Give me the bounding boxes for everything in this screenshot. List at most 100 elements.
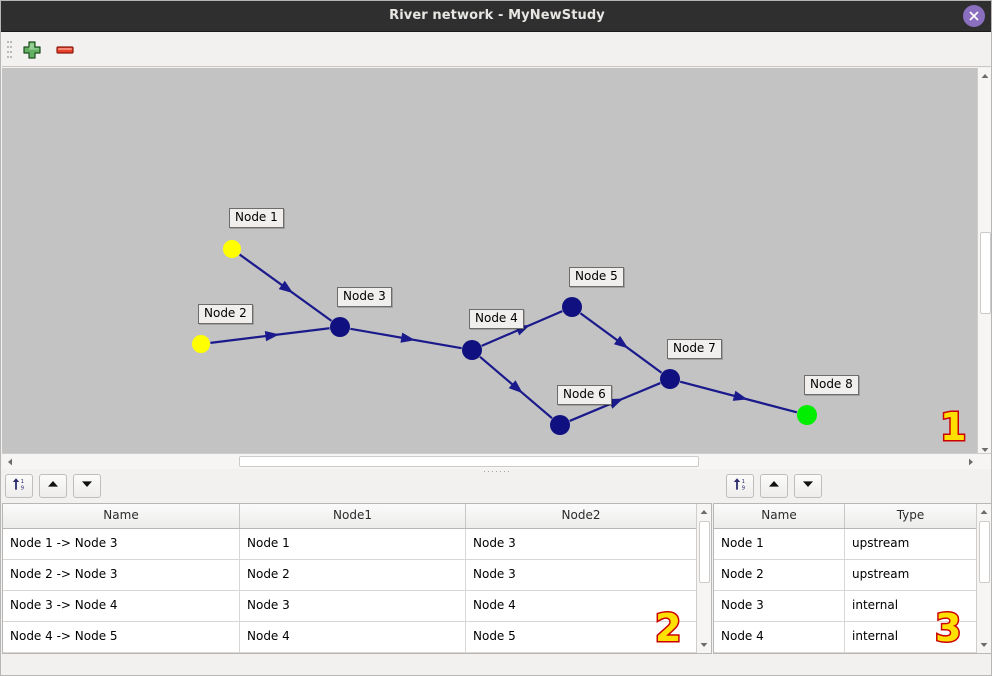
graph-node-node-1[interactable]: [223, 240, 241, 258]
graph-node-label-node-7[interactable]: Node 7: [667, 339, 722, 359]
reaches-table-column-header[interactable]: Node1: [240, 504, 466, 528]
title-bar: River network - MyNewStudy: [1, 1, 991, 32]
scroll-up-icon[interactable]: [697, 505, 711, 519]
scroll-left-icon[interactable]: [3, 455, 17, 469]
graph-node-node-6[interactable]: [550, 415, 570, 435]
network-graph-canvas[interactable]: Node 1 Node 2 Node 3 Node 4 Node 5 Node 6 Node…: [2, 68, 978, 458]
scroll-down-icon[interactable]: [977, 638, 991, 652]
graph-node-node-8[interactable]: [797, 405, 817, 425]
nodes-table-cell[interactable]: Node 2: [714, 560, 845, 590]
scroll-down-icon[interactable]: [697, 638, 711, 652]
graph-node-node-2[interactable]: [192, 335, 210, 353]
nodes-vertical-scrollbar[interactable]: [976, 504, 991, 653]
graph-node-node-7[interactable]: [660, 369, 680, 389]
graph-node-label-node-4[interactable]: Node 4: [469, 309, 524, 329]
nodes-table-cell[interactable]: upstream: [852, 536, 910, 550]
annotation-marker-3: 3: [933, 606, 963, 650]
graph-node-node-3[interactable]: [330, 317, 350, 337]
graph-edge-arrowhead: [508, 380, 523, 394]
reaches-table-cell[interactable]: Node 2: [240, 560, 466, 590]
graph-node-label-node-3[interactable]: Node 3: [337, 287, 392, 307]
nodes-table-column-header[interactable]: Name: [714, 504, 845, 528]
reaches-table-cell[interactable]: Node 4: [473, 598, 516, 612]
reaches-table-cell[interactable]: Node 3: [473, 567, 516, 581]
reaches-move-up-button[interactable]: [39, 474, 67, 498]
graph-node-label-node-5[interactable]: Node 5: [569, 267, 624, 287]
nodes-move-down-button[interactable]: [794, 474, 822, 498]
nodes-vscroll-thumb[interactable]: [979, 521, 990, 583]
reaches-table-cell[interactable]: Node 3 -> Node 4: [3, 591, 240, 621]
graph-vertical-scrollbar[interactable]: [977, 68, 991, 458]
reaches-sort-button[interactable]: 1 9: [5, 474, 33, 498]
nodes-table-row[interactable]: Node 2 upstream: [714, 560, 991, 591]
reaches-table-cell[interactable]: Node 4 -> Node 5: [3, 622, 240, 652]
scroll-up-icon[interactable]: [977, 505, 991, 519]
graph-edge-arrowhead: [732, 390, 748, 401]
reaches-table-cell[interactable]: Node 2 -> Node 3: [3, 560, 240, 590]
nodes-sort-button[interactable]: 1 9: [726, 474, 754, 498]
reaches-table-cell[interactable]: Node 1: [240, 529, 466, 559]
reaches-vscroll-thumb[interactable]: [699, 521, 710, 583]
scroll-up-icon[interactable]: [978, 69, 991, 83]
scrollbar-corner: [978, 454, 991, 469]
reaches-move-down-button[interactable]: [73, 474, 101, 498]
nodes-table-row[interactable]: Node 4 internal: [714, 622, 991, 653]
scroll-right-icon[interactable]: [964, 455, 978, 469]
nodes-table-row[interactable]: Node 1 upstream: [714, 529, 991, 560]
nodes-table-column-header[interactable]: Type: [896, 508, 925, 522]
nodes-table-row[interactable]: Node 3 internal: [714, 591, 991, 622]
reaches-table-cell[interactable]: Node 3: [240, 591, 466, 621]
graph-node-label-node-8[interactable]: Node 8: [804, 375, 859, 395]
nodes-table-cell[interactable]: internal: [852, 598, 899, 612]
graph-node-node-5[interactable]: [562, 297, 582, 317]
reaches-table-cell[interactable]: Node 3: [473, 536, 516, 550]
graph-node-label-node-2[interactable]: Node 2: [198, 304, 253, 324]
pane-splitter[interactable]: [2, 469, 991, 475]
scroll-down-icon[interactable]: [978, 443, 991, 457]
nodes-move-up-button[interactable]: [760, 474, 788, 498]
main-toolbar: [2, 32, 991, 67]
reaches-vertical-scrollbar[interactable]: [696, 504, 711, 653]
delete-minus-icon[interactable]: [54, 39, 76, 61]
graph-edge-arrowhead: [278, 280, 294, 294]
reaches-table-cell[interactable]: Node 4: [240, 622, 466, 652]
graph-edge-arrowhead: [613, 335, 629, 349]
reaches-pane-footer: [2, 654, 712, 675]
graph-horizontal-scrollbar[interactable]: [2, 453, 991, 469]
reaches-table-column-header[interactable]: Name: [3, 504, 240, 528]
reaches-table-cell[interactable]: Node 5: [473, 629, 516, 643]
network-graph-svg: [192, 240, 817, 435]
nodes-table-cell[interactable]: Node 3: [714, 591, 845, 621]
nodes-table-cell[interactable]: Node 4: [714, 622, 845, 652]
graph-node-label-node-1[interactable]: Node 1: [229, 208, 284, 228]
graph-edge-arrowhead: [400, 332, 416, 343]
graph-node-node-4[interactable]: [462, 340, 482, 360]
annotation-marker-2: 2: [653, 606, 683, 650]
graph-vscroll-thumb[interactable]: [980, 232, 991, 314]
reaches-table-cell[interactable]: Node 1 -> Node 3: [3, 529, 240, 559]
network-graph-panel: Node 1 Node 2 Node 3 Node 4 Node 5 Node 6 Node…: [2, 68, 991, 458]
nodes-table-cell[interactable]: Node 1: [714, 529, 845, 559]
graph-node-label-node-6[interactable]: Node 6: [557, 385, 612, 405]
nodes-table-cell[interactable]: upstream: [852, 567, 910, 581]
close-icon[interactable]: [963, 5, 985, 27]
toolbar-grip[interactable]: [7, 41, 12, 59]
reaches-table-column-header[interactable]: Node2: [561, 508, 601, 522]
graph-edges: [210, 253, 798, 422]
add-plus-icon[interactable]: [21, 39, 43, 61]
nodes-table-cell[interactable]: internal: [852, 629, 899, 643]
graph-hscroll-thumb[interactable]: [239, 456, 699, 467]
nodes-pane-footer: [713, 654, 991, 675]
